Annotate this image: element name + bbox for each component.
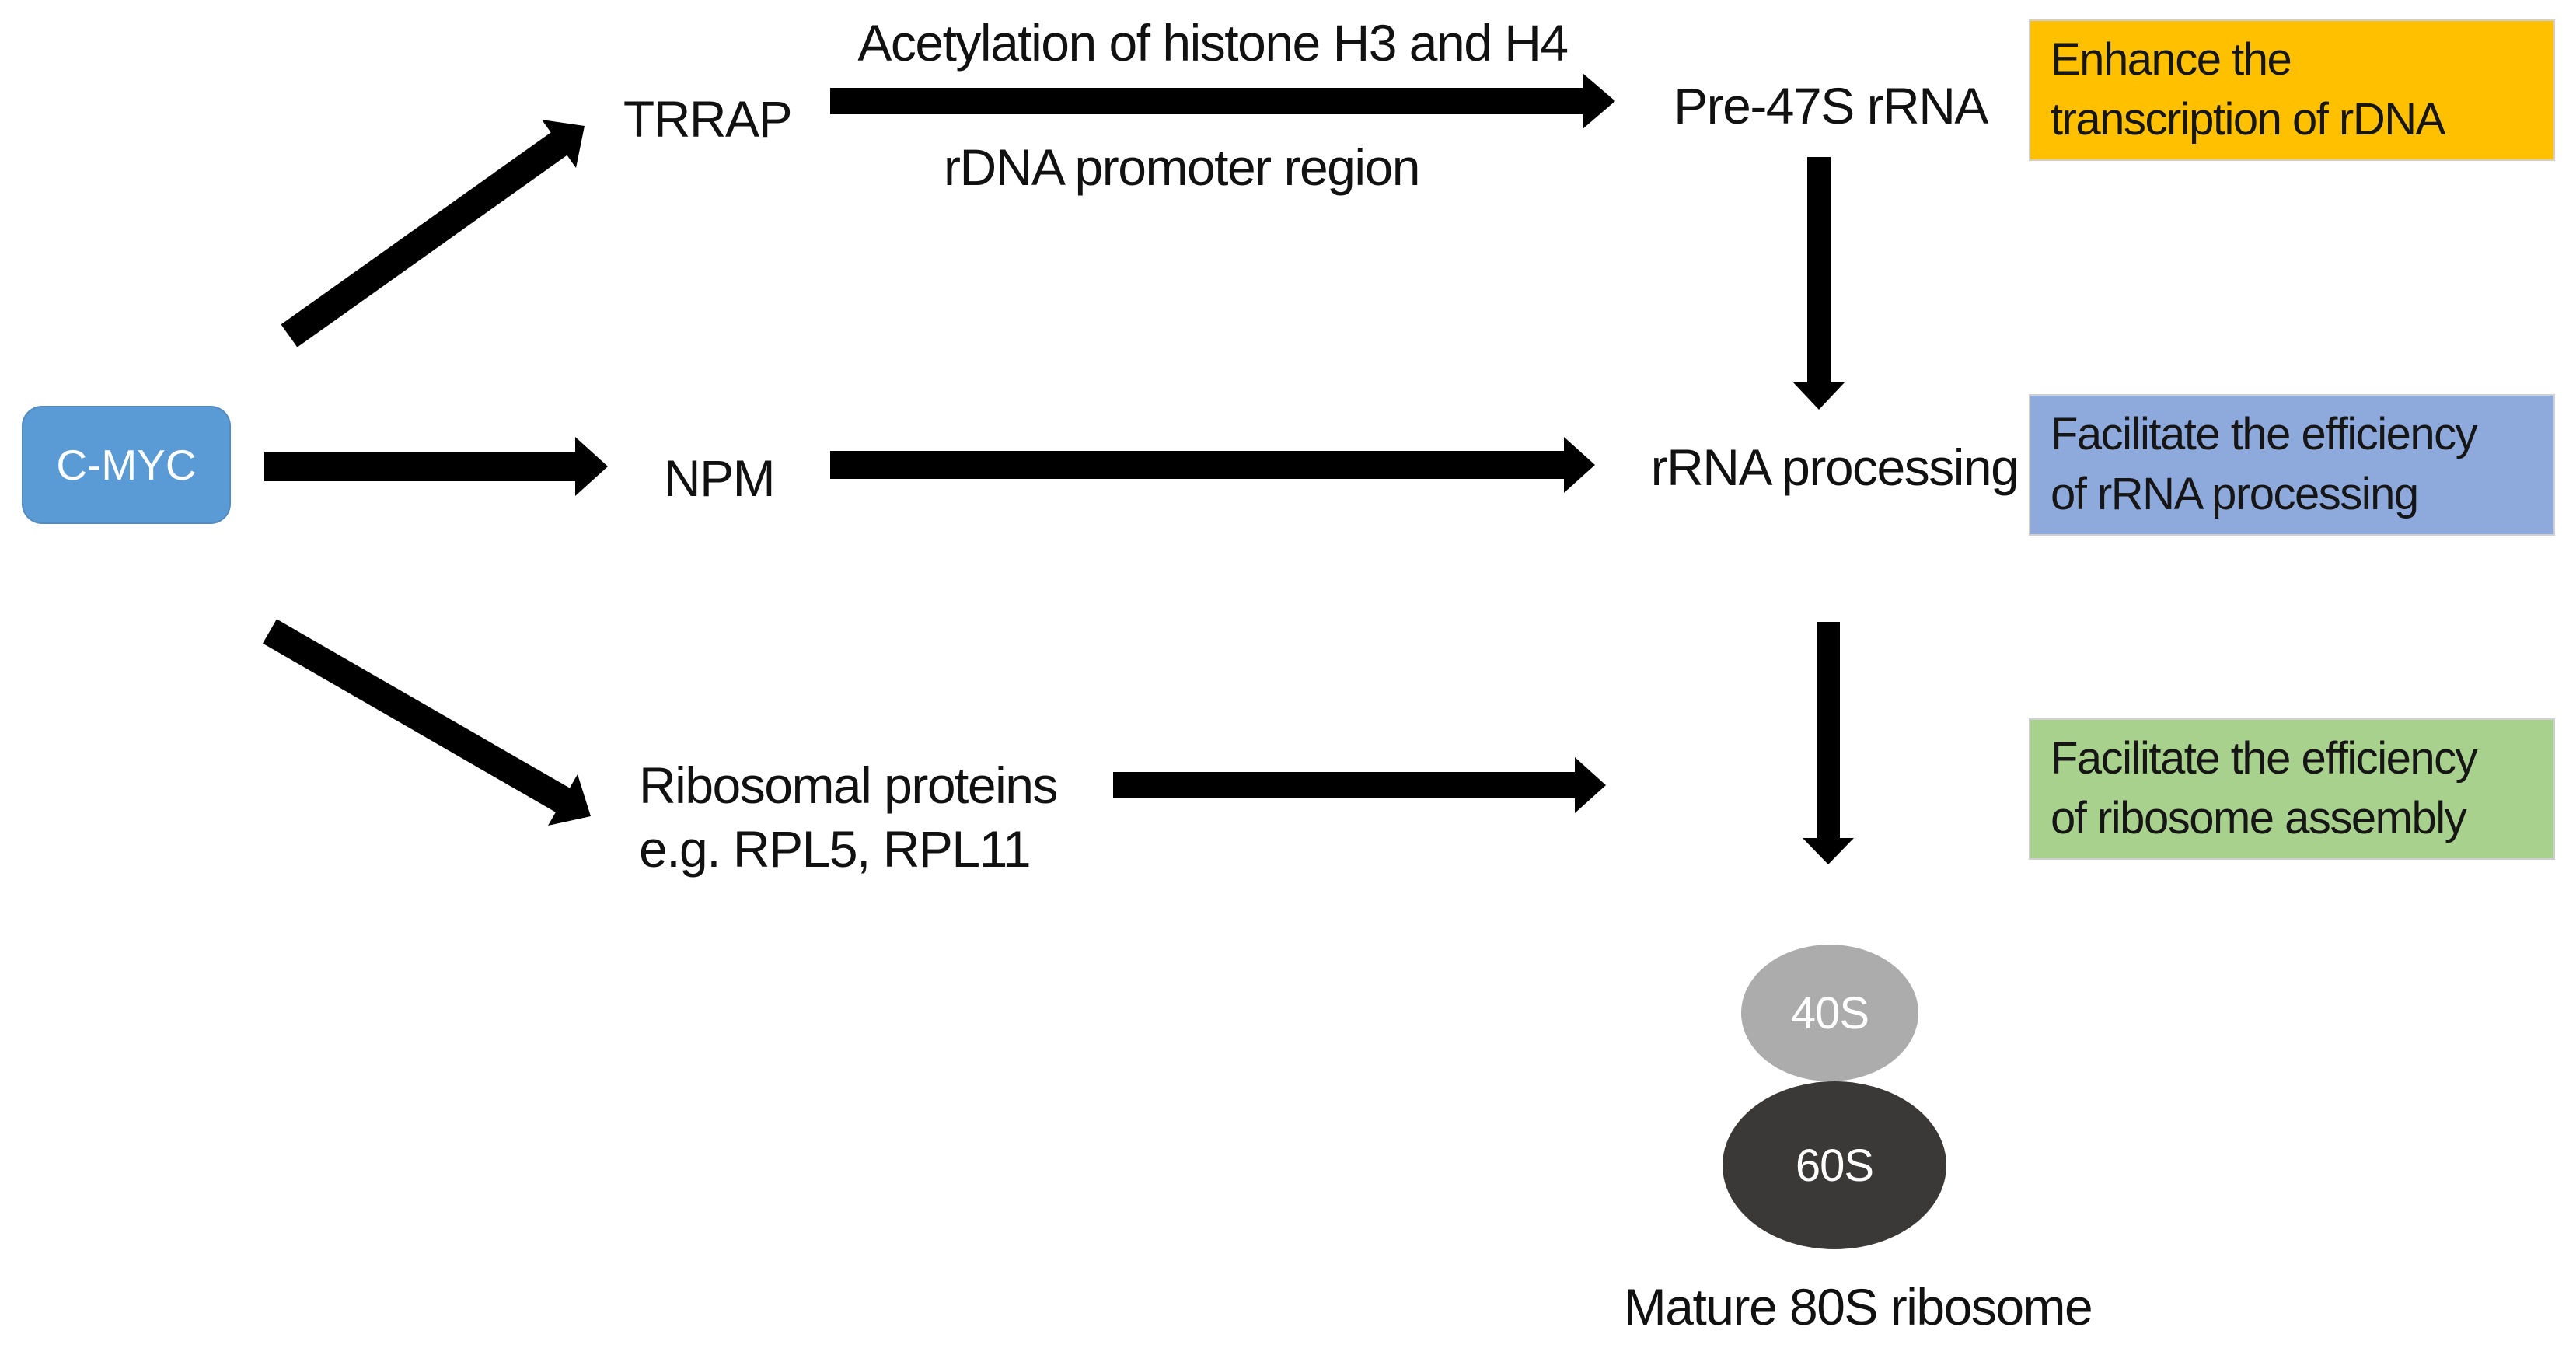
acetylation-arrow-label: Acetylation of histone H3 and H4 <box>857 14 1569 72</box>
cmyc-node: C-MYC <box>22 406 231 524</box>
arrow-pre47s-to-rrna-processing-icon <box>1793 157 1845 410</box>
trrap-label: TRRAP <box>623 90 793 148</box>
pre47s-rrna-label: Pre-47S rRNA <box>1674 77 1988 135</box>
rdna-promoter-arrow-label: rDNA promoter region <box>944 138 1420 197</box>
effect-box-assembly: Facilitate the efficiency of ribosome as… <box>2029 718 2555 860</box>
ribosomal-proteins-label: Ribosomal proteins e.g. RPL5, RPL11 <box>639 756 1058 878</box>
subunit-40s: 40S <box>1741 945 1918 1081</box>
npm-label: NPM <box>663 449 776 508</box>
effect-box-processing: Facilitate the efficiency of rRNA proces… <box>2029 394 2555 536</box>
arrow-rrna-processing-to-ribosome-icon <box>1803 622 1854 864</box>
arrow-ribosomal-proteins-to-assembly-icon <box>1113 757 1606 813</box>
arrow-trrap-to-pre47s-icon <box>830 73 1615 129</box>
rrna-processing-label: rRNA processing <box>1650 438 2019 497</box>
arrow-cmyc-to-trrap-icon <box>281 120 585 347</box>
effect-box-transcription: Enhance the transcription of rDNA <box>2029 19 2555 161</box>
arrow-cmyc-to-npm-icon <box>264 437 608 496</box>
mature-80s-ribosome-label: Mature 80S ribosome <box>1623 1278 2093 1336</box>
subunit-60s: 60S <box>1723 1081 1946 1249</box>
arrow-npm-to-rrna-processing-icon <box>830 437 1595 493</box>
arrow-cmyc-to-ribosomal-proteins-icon <box>263 619 591 826</box>
